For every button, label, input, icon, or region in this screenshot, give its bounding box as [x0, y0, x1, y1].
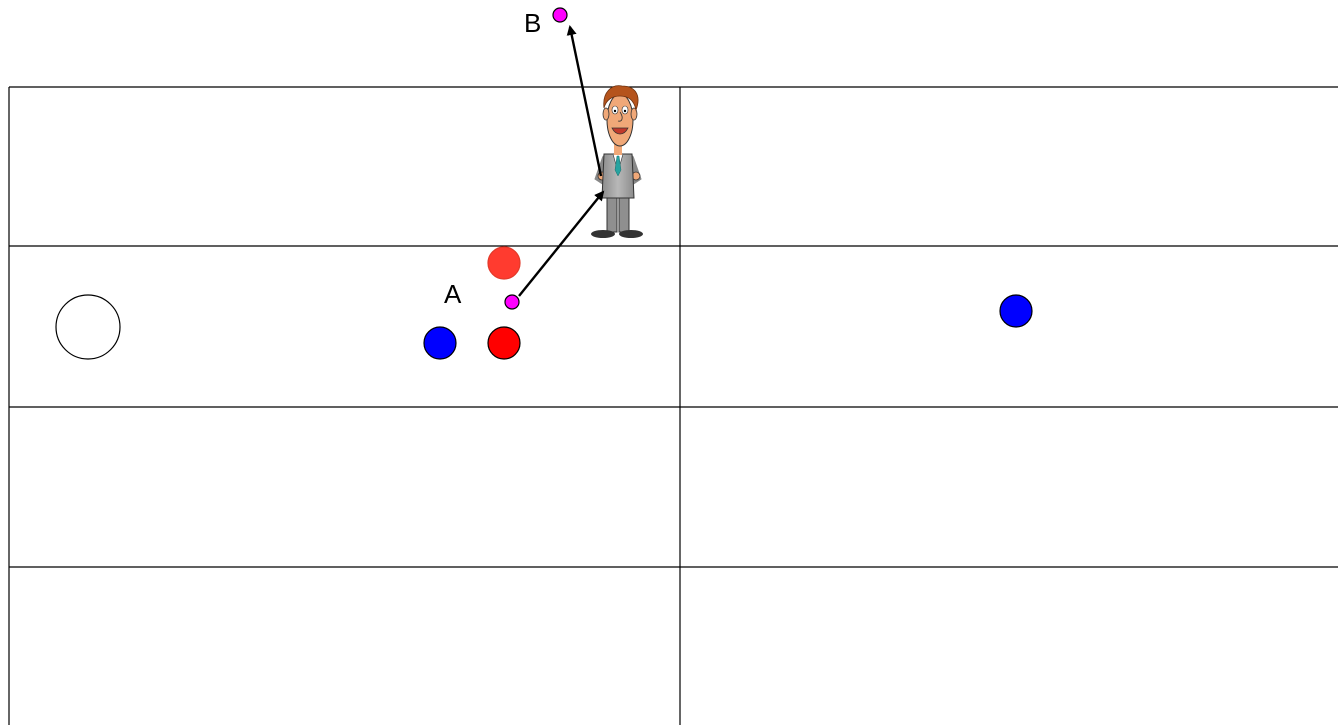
point-b-label: B: [524, 8, 541, 38]
red-ball-lower: [488, 327, 520, 359]
arrow-a-to-man: [519, 192, 603, 296]
red-ball-upper: [488, 247, 520, 279]
arrow-man-to-b: [570, 27, 601, 176]
point-a-marker: [505, 295, 519, 309]
point-b-marker: [553, 8, 567, 22]
point-a-label: A: [444, 279, 462, 309]
empty-circle: [56, 295, 120, 359]
blue-ball-right: [1000, 295, 1032, 327]
grid: [9, 87, 1338, 725]
blue-ball-left: [424, 327, 456, 359]
